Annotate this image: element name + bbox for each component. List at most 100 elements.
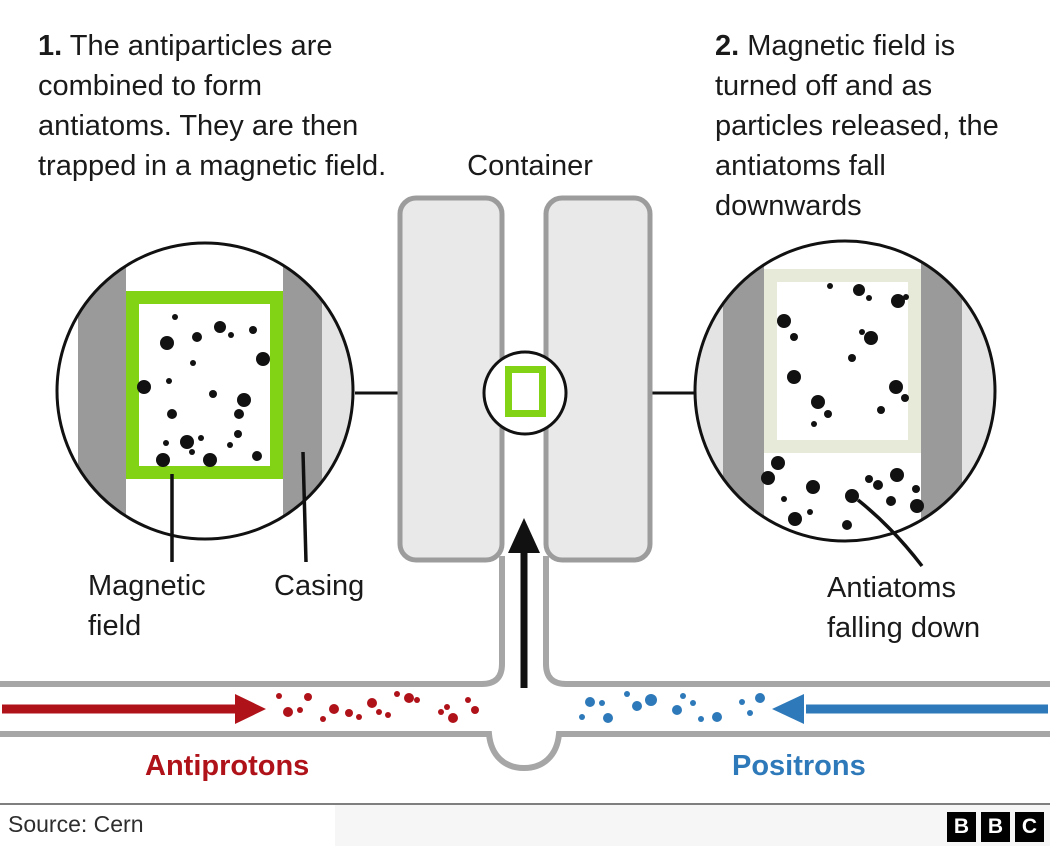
particle-dot — [603, 713, 613, 723]
bbc-logo-letter: B — [981, 812, 1010, 842]
casing-label: Casing — [274, 570, 365, 602]
particle-dot — [827, 283, 833, 289]
particle-dot — [873, 480, 883, 490]
antiatoms-leader-line — [856, 498, 924, 568]
bbc-logo-letter: C — [1015, 812, 1044, 842]
positron-arrow-left-icon — [772, 694, 804, 724]
particle-dot — [848, 354, 856, 362]
particle-dot — [891, 294, 905, 308]
particle-dot — [172, 314, 178, 320]
magnetic-field-label: Magnetic field — [88, 570, 206, 642]
particle-dot — [376, 709, 382, 715]
particle-dot — [811, 421, 817, 427]
particle-dot — [414, 697, 420, 703]
step-1-number: 1. — [38, 30, 63, 62]
particle-dot — [645, 694, 657, 706]
particle-dot — [910, 499, 924, 513]
particle-dot — [853, 284, 865, 296]
particle-dot — [329, 704, 339, 714]
particle-dot — [137, 380, 151, 394]
particle-dot — [777, 314, 791, 328]
particle-dot — [237, 393, 251, 407]
particle-dot — [356, 714, 362, 720]
right-casing-band-outer-right — [962, 241, 995, 541]
particle-dot — [448, 713, 458, 723]
particle-dot — [859, 329, 865, 335]
particle-dot — [889, 380, 903, 394]
particle-dot — [166, 378, 172, 384]
particle-dot — [747, 710, 753, 716]
particle-dot — [739, 699, 745, 705]
particle-dot — [901, 394, 909, 402]
particle-dot — [276, 693, 282, 699]
particle-dot — [599, 700, 605, 706]
casing-leader-line — [301, 451, 308, 563]
particle-dot — [824, 410, 832, 418]
footer-shade — [335, 805, 1050, 846]
particle-dot — [790, 333, 798, 341]
particle-dot — [471, 706, 479, 714]
particle-dot — [877, 406, 885, 414]
right-magnifier-circle — [693, 239, 997, 543]
particle-dot — [367, 698, 377, 708]
particle-dot — [385, 712, 391, 718]
left-trap-antiatoms — [137, 314, 270, 467]
bbc-logo-letter: B — [947, 812, 976, 842]
particle-dot — [672, 705, 682, 715]
particle-dot — [297, 707, 303, 713]
particle-dot — [203, 453, 217, 467]
particle-dot — [192, 332, 202, 342]
particle-dot — [228, 332, 234, 338]
particle-dot — [249, 326, 257, 334]
up-arrow-icon — [508, 518, 540, 553]
particle-dot — [214, 321, 226, 333]
positrons-label: Positrons — [732, 750, 866, 782]
source-credit: Source: Cern — [8, 811, 144, 837]
particle-dot — [345, 709, 353, 717]
particle-dot — [865, 475, 873, 483]
antiatoms-falling-label: Antiatoms falling down — [827, 572, 981, 644]
particle-dot — [156, 453, 170, 467]
right-casing-band-right — [921, 241, 962, 541]
particle-dot — [781, 496, 787, 502]
beam-tube-top-left — [0, 556, 505, 687]
left-magnifier-circle — [55, 241, 355, 541]
footer-divider — [0, 803, 1050, 805]
step-2-number: 2. — [715, 30, 740, 62]
particle-dot — [438, 709, 444, 715]
beam-tube-top-right — [543, 556, 1050, 687]
step-1-text: 1. The antiparticles are combined to for… — [38, 30, 387, 182]
particle-dot — [690, 700, 696, 706]
particle-dot — [163, 440, 169, 446]
particle-dot — [788, 512, 802, 526]
step-2-text: 2. Magnetic field is turned off and as p… — [715, 30, 999, 222]
antiproton-particles — [276, 691, 479, 723]
particle-dot — [180, 435, 194, 449]
particle-dot — [252, 451, 262, 461]
particle-dot — [394, 691, 400, 697]
particle-dot — [886, 496, 896, 506]
particle-dot — [209, 390, 217, 398]
particle-dot — [444, 704, 450, 710]
right-casing-band-outer-left — [695, 241, 723, 541]
particle-dot — [585, 697, 595, 707]
particle-dot — [807, 509, 813, 515]
particle-dot — [698, 716, 704, 722]
particle-dot — [761, 471, 775, 485]
falling-antiatoms — [761, 456, 924, 530]
particle-dot — [234, 430, 242, 438]
particle-dot — [864, 331, 878, 345]
particle-dot — [845, 489, 859, 503]
particle-dot — [680, 693, 686, 699]
particle-dot — [579, 714, 585, 720]
container-label: Container — [467, 150, 593, 182]
particle-dot — [190, 360, 196, 366]
left-casing-band-outer — [322, 243, 353, 539]
particle-dot — [624, 691, 630, 697]
particle-dot — [866, 295, 872, 301]
particle-dot — [755, 693, 765, 703]
right-magnifier-contents — [695, 241, 995, 541]
particle-dot — [811, 395, 825, 409]
antiprotons-label: Antiprotons — [145, 750, 310, 782]
particle-dot — [903, 294, 909, 300]
